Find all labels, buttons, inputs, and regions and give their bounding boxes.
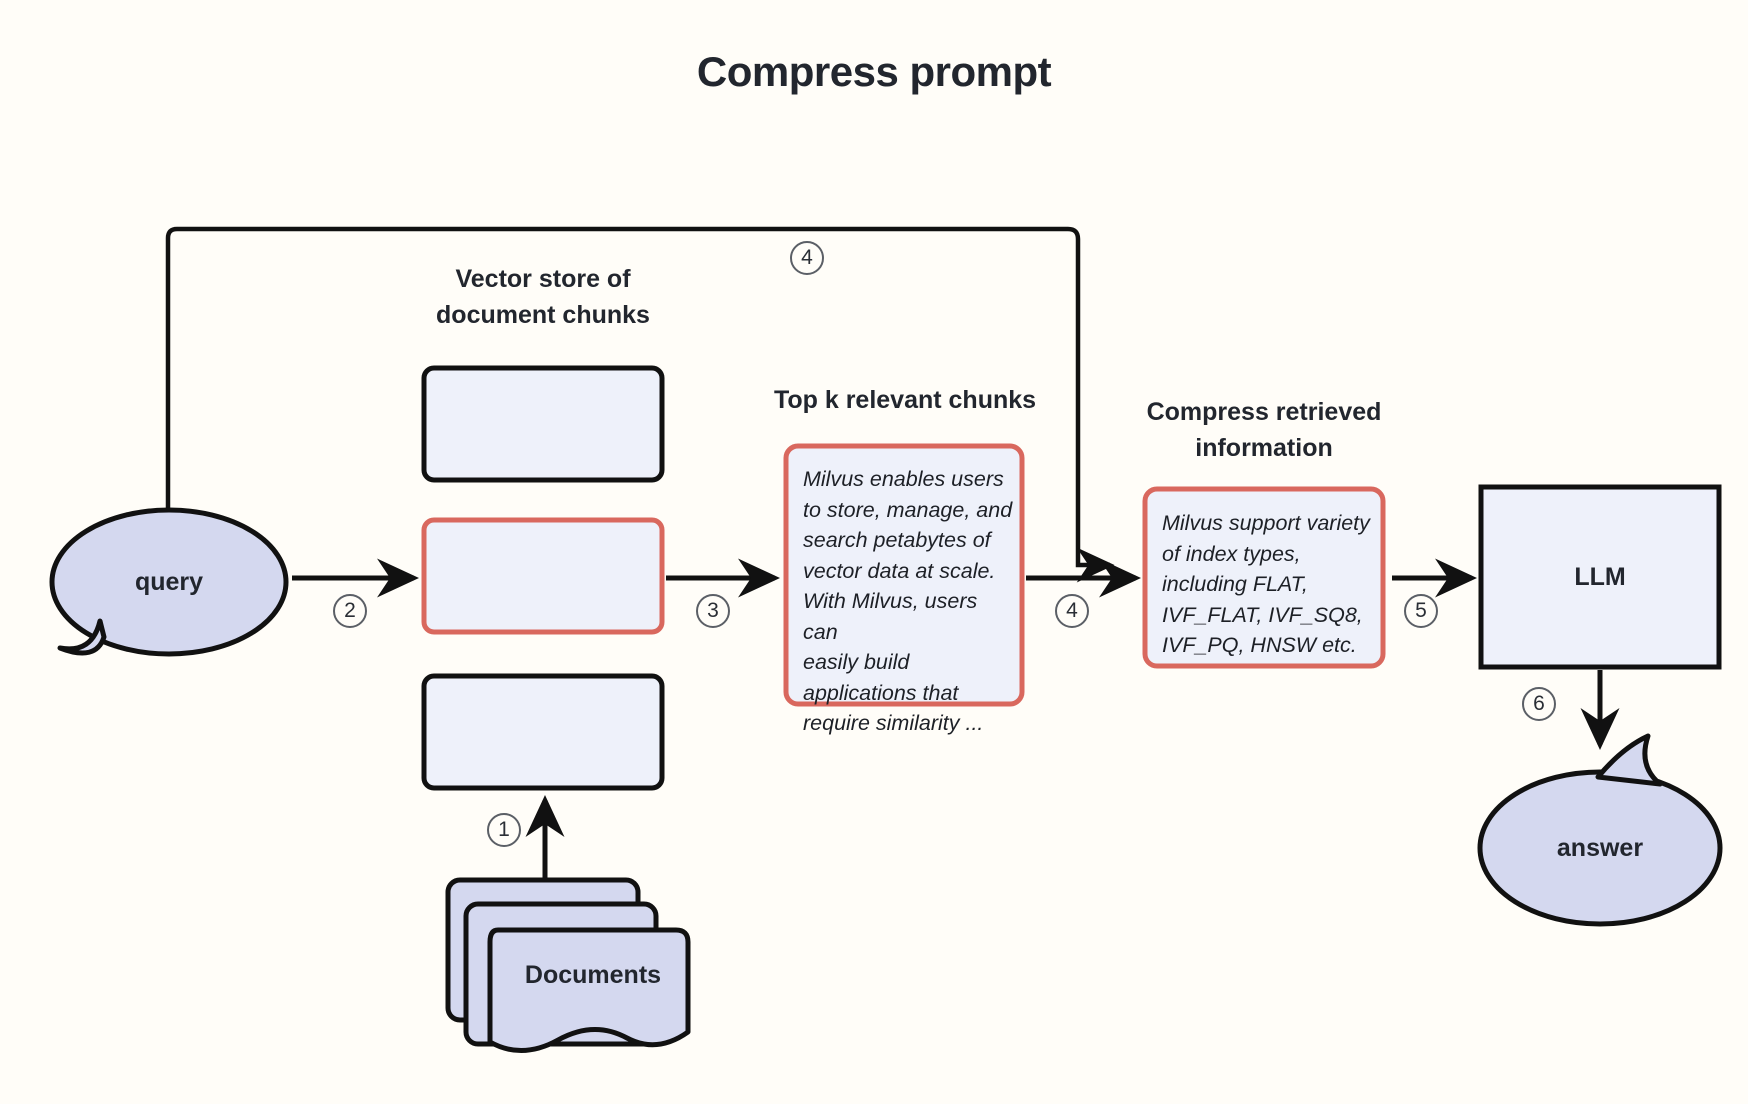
vector-slot-middle-highlighted — [421, 517, 665, 635]
heading-top-k: Top k relevant chunks — [773, 386, 1037, 414]
heading-compress: Compress retrieved information — [1146, 398, 1382, 462]
step-badge-4-merge: 4 — [1055, 594, 1089, 628]
step-badge-4-feedback: 4 — [790, 241, 824, 275]
step-badge-6: 6 — [1522, 687, 1556, 721]
answer-bubble-tail — [1595, 733, 1663, 787]
feedback-path-query-to-merge — [165, 226, 1115, 583]
query-bubble-tail — [57, 618, 107, 656]
query-bubble — [49, 507, 289, 657]
retrieved-chunk-box — [783, 443, 1025, 707]
document-sheet-front — [487, 927, 691, 1053]
llm-box — [1478, 484, 1722, 670]
step-badge-1: 1 — [487, 813, 521, 847]
compressed-info-box — [1142, 486, 1386, 669]
step-badge-3: 3 — [696, 594, 730, 628]
vector-slot-top — [421, 365, 665, 483]
step-badge-5: 5 — [1404, 594, 1438, 628]
compressed-info-text: Milvus support variety of index types, i… — [1162, 511, 1370, 658]
page-title: Compress prompt — [696, 48, 1052, 95]
vector-slot-bottom — [421, 673, 665, 791]
step-badge-2: 2 — [333, 594, 367, 628]
heading-vector-store: Vector store of document chunks — [436, 265, 650, 329]
retrieved-chunk-text: Milvus enables users to store, manage, a… — [803, 467, 1013, 736]
answer-bubble — [1477, 769, 1723, 927]
